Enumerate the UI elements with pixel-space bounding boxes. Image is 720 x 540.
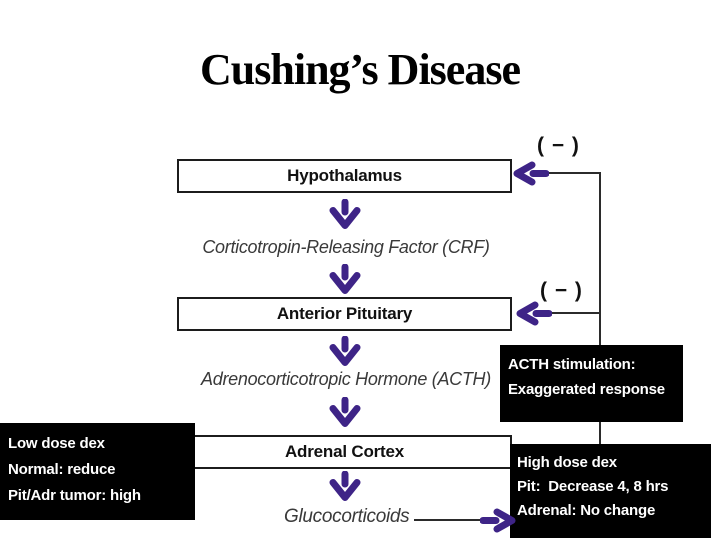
anterior-pituitary-box: Anterior Pituitary	[177, 297, 512, 331]
acth-stimulation-note: ACTH stimulation: Exaggerated response	[500, 345, 683, 422]
negative-sign-label: ( − )	[537, 134, 580, 157]
left-arrow-icon	[516, 301, 552, 326]
slide-title: Cushing’s Disease	[200, 45, 521, 94]
right-arrow-icon	[480, 508, 516, 533]
hypothalamus-box: Hypothalamus	[177, 159, 512, 193]
adrenal-cortex-label: Adrenal Cortex	[284, 442, 405, 461]
glucocorticoids-label: Glucocorticoids	[284, 506, 410, 527]
note-line: Pit/Adr tumor: high	[8, 487, 141, 504]
crf-label: Corticotropin-Releasing Factor (CRF)	[202, 237, 490, 257]
note-line: Normal: reduce	[8, 461, 116, 478]
note-line: Adrenal: No change	[517, 502, 656, 519]
note-line: Pit: Decrease 4, 8 hrs	[517, 478, 669, 495]
low-dose-dex-note: Low dose dex Normal: reduce Pit/Adr tumo…	[0, 423, 195, 520]
glucocorticoids-feedback-line	[414, 519, 482, 521]
left-arrow-icon	[513, 161, 549, 186]
note-line: ACTH stimulation:	[508, 356, 636, 373]
down-arrow-icon	[329, 336, 361, 366]
down-arrow-icon	[329, 471, 361, 501]
note-line: Low dose dex	[8, 435, 105, 452]
note-line: Exaggerated response	[508, 381, 665, 398]
feedback-line-to-hypothalamus	[546, 172, 599, 174]
down-arrow-icon	[329, 264, 361, 294]
anterior-pituitary-label: Anterior Pituitary	[276, 304, 413, 323]
acth-label: Adrenocorticotropic Hormone (ACTH)	[201, 369, 491, 389]
feedback-line-to-pituitary	[549, 312, 599, 314]
down-arrow-icon	[329, 397, 361, 427]
high-dose-dex-note: High dose dex Pit: Decrease 4, 8 hrs Adr…	[510, 444, 711, 538]
negative-sign-label: ( − )	[540, 279, 583, 302]
down-arrow-icon	[329, 199, 361, 229]
hypothalamus-label: Hypothalamus	[287, 166, 402, 185]
feedback-vertical-line	[599, 172, 601, 446]
adrenal-cortex-box: Adrenal Cortex	[177, 435, 512, 469]
note-line: High dose dex	[517, 454, 617, 471]
